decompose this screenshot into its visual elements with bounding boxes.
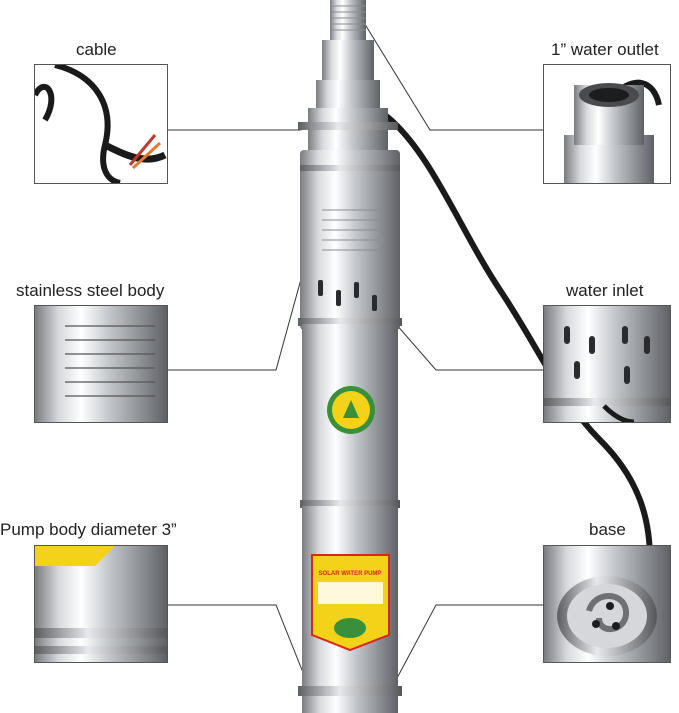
inset-base bbox=[543, 545, 671, 663]
label-stainless-body: stainless steel body bbox=[16, 281, 165, 300]
label-base: base bbox=[589, 520, 626, 539]
label-water-outlet: 1” water outlet bbox=[551, 40, 659, 59]
pump-cable bbox=[383, 112, 653, 561]
label-water-inlet: water inlet bbox=[566, 281, 644, 300]
leader-base bbox=[387, 604, 543, 696]
inset-water-inlet bbox=[543, 305, 671, 423]
inset-diameter bbox=[34, 545, 168, 663]
inset-water-outlet bbox=[543, 64, 671, 184]
leader-outlet bbox=[354, 7, 543, 131]
label-diameter: Pump body diameter 3” bbox=[0, 520, 177, 539]
outlet-thread bbox=[330, 0, 366, 40]
inset-cable bbox=[34, 64, 168, 184]
pump-label-sticker bbox=[311, 554, 390, 652]
leader-diameter bbox=[168, 604, 311, 691]
pump-label-title: SOLAR WATER PUMP bbox=[319, 571, 382, 577]
label-cable: cable bbox=[76, 40, 117, 59]
inset-stainless-body bbox=[34, 305, 168, 423]
